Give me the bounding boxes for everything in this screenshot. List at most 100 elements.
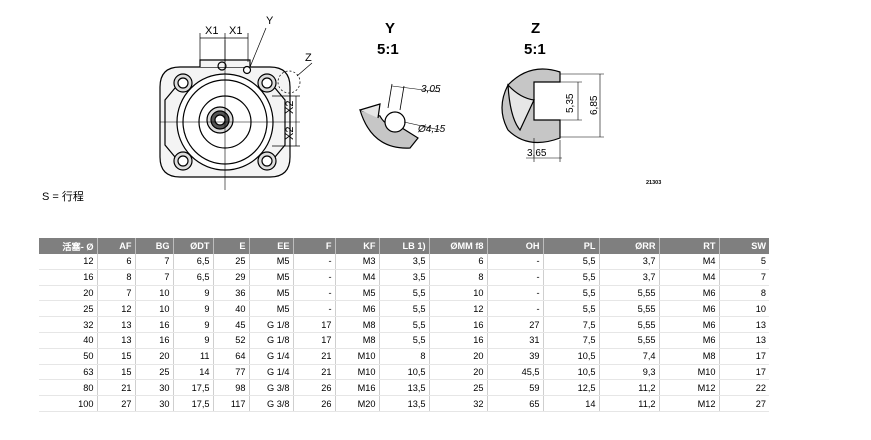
column-header: ØRR (599, 238, 660, 254)
table-cell: - (293, 285, 336, 302)
table-cell: 17,5 (173, 395, 214, 412)
table-cell: 13,5 (379, 395, 430, 412)
table-cell: 26 (293, 379, 336, 397)
table-cell: 25 (213, 254, 250, 270)
table-cell: 16 (135, 332, 174, 349)
detail-y: Y 5:1 3,05 Ø4,15 (359, 20, 446, 149)
table-cell: 11 (173, 348, 214, 365)
table-cell: M5 (249, 269, 294, 286)
column-header: PL (543, 238, 600, 254)
table-cell: 32 (39, 316, 98, 333)
table-cell: 3,5 (379, 269, 430, 286)
table-cell: 9,3 (599, 364, 660, 381)
table-cell: 25 (429, 379, 488, 397)
table-cell: M8 (335, 332, 380, 349)
table-cell: 5,55 (599, 316, 660, 333)
detail-z-title: Z (531, 20, 540, 37)
table-cell: 25 (135, 364, 174, 381)
table-cell: 5,55 (599, 332, 660, 349)
table-cell: 8 (719, 285, 769, 302)
table-cell: 8 (97, 269, 136, 286)
table-cell: 20 (429, 364, 488, 381)
column-header: E (213, 238, 250, 254)
table-cell: 8 (379, 348, 430, 365)
detail-y-title: Y (385, 20, 395, 37)
table-cell: 15 (97, 348, 136, 365)
table-cell: G 1/4 (249, 364, 294, 381)
table-cell: 7,5 (543, 332, 600, 349)
detail-z-dim-inner: 5,35 (565, 93, 576, 113)
table-cell: G 3/8 (249, 395, 294, 412)
table-cell: 20 (429, 348, 488, 365)
x1-right-label: X1 (229, 25, 242, 37)
table-cell: 5,5 (543, 300, 600, 318)
table-cell: 117 (213, 395, 250, 412)
table-cell: 11,2 (599, 395, 660, 412)
table-cell: 10 (135, 300, 174, 318)
table-cell: 15 (97, 364, 136, 381)
detail-y-scale: 5:1 (377, 41, 399, 58)
table-cell: M4 (659, 269, 720, 286)
table-cell: 5,5 (379, 316, 430, 333)
table-cell: 7,5 (543, 316, 600, 333)
x1-left-label: X1 (205, 25, 218, 37)
table-cell: 5,55 (599, 300, 660, 318)
table-cell: 31 (487, 332, 544, 349)
table-cell: M12 (659, 395, 720, 412)
front-view-labels: X1 X1 Y Z X2 X2 (205, 15, 312, 140)
column-header: LB 1) (379, 238, 430, 254)
column-header: OH (487, 238, 544, 254)
table-cell: 10 (429, 285, 488, 302)
table-cell: 7 (135, 269, 174, 286)
table-cell: 7,4 (599, 348, 660, 365)
table-cell: 77 (213, 364, 250, 381)
table-cell: 13 (719, 316, 769, 333)
table-cell: M4 (335, 269, 380, 286)
table-cell: M6 (659, 332, 720, 349)
table-cell: M10 (335, 364, 380, 381)
table-cell: 21 (97, 379, 136, 397)
table-cell: 7 (97, 285, 136, 302)
table-cell: 12 (97, 300, 136, 318)
table-cell: M12 (659, 379, 720, 397)
table-cell: 20 (135, 348, 174, 365)
table-cell: 5,55 (599, 285, 660, 302)
table-cell: G 1/8 (249, 316, 294, 333)
table-cell: 16 (39, 269, 98, 286)
table-cell: 9 (173, 332, 214, 349)
table-cell: 3,5 (379, 254, 430, 270)
table-cell: M8 (659, 348, 720, 365)
detail-z: Z 5:1 5,35 6,85 3,65 (501, 20, 604, 162)
table-cell: 45 (213, 316, 250, 333)
table-cell: M10 (659, 364, 720, 381)
table-cell: M6 (659, 285, 720, 302)
table-cell: 13 (97, 332, 136, 349)
table-cell: M16 (335, 379, 380, 397)
table-cell: M5 (249, 285, 294, 302)
table-cell: - (487, 285, 544, 302)
table-cell: 98 (213, 379, 250, 397)
table-cell: - (293, 269, 336, 286)
table-cell: 6 (97, 254, 136, 270)
table-cell: M10 (335, 348, 380, 365)
table-cell: G 3/8 (249, 379, 294, 397)
table-cell: 5,5 (543, 269, 600, 286)
table-cell: 30 (135, 395, 174, 412)
table-cell: 16 (429, 332, 488, 349)
detail-z-dim-outer: 6,85 (589, 95, 600, 115)
table-cell: 17,5 (173, 379, 214, 397)
table-cell: 16 (429, 316, 488, 333)
table-cell: 5,5 (379, 300, 430, 318)
table-cell: 10,5 (543, 364, 600, 381)
table-cell: 13 (97, 316, 136, 333)
table-cell: 8 (429, 269, 488, 286)
table-cell: 20 (39, 285, 98, 302)
table-cell: 45,5 (487, 364, 544, 381)
table-cell: 10,5 (543, 348, 600, 365)
